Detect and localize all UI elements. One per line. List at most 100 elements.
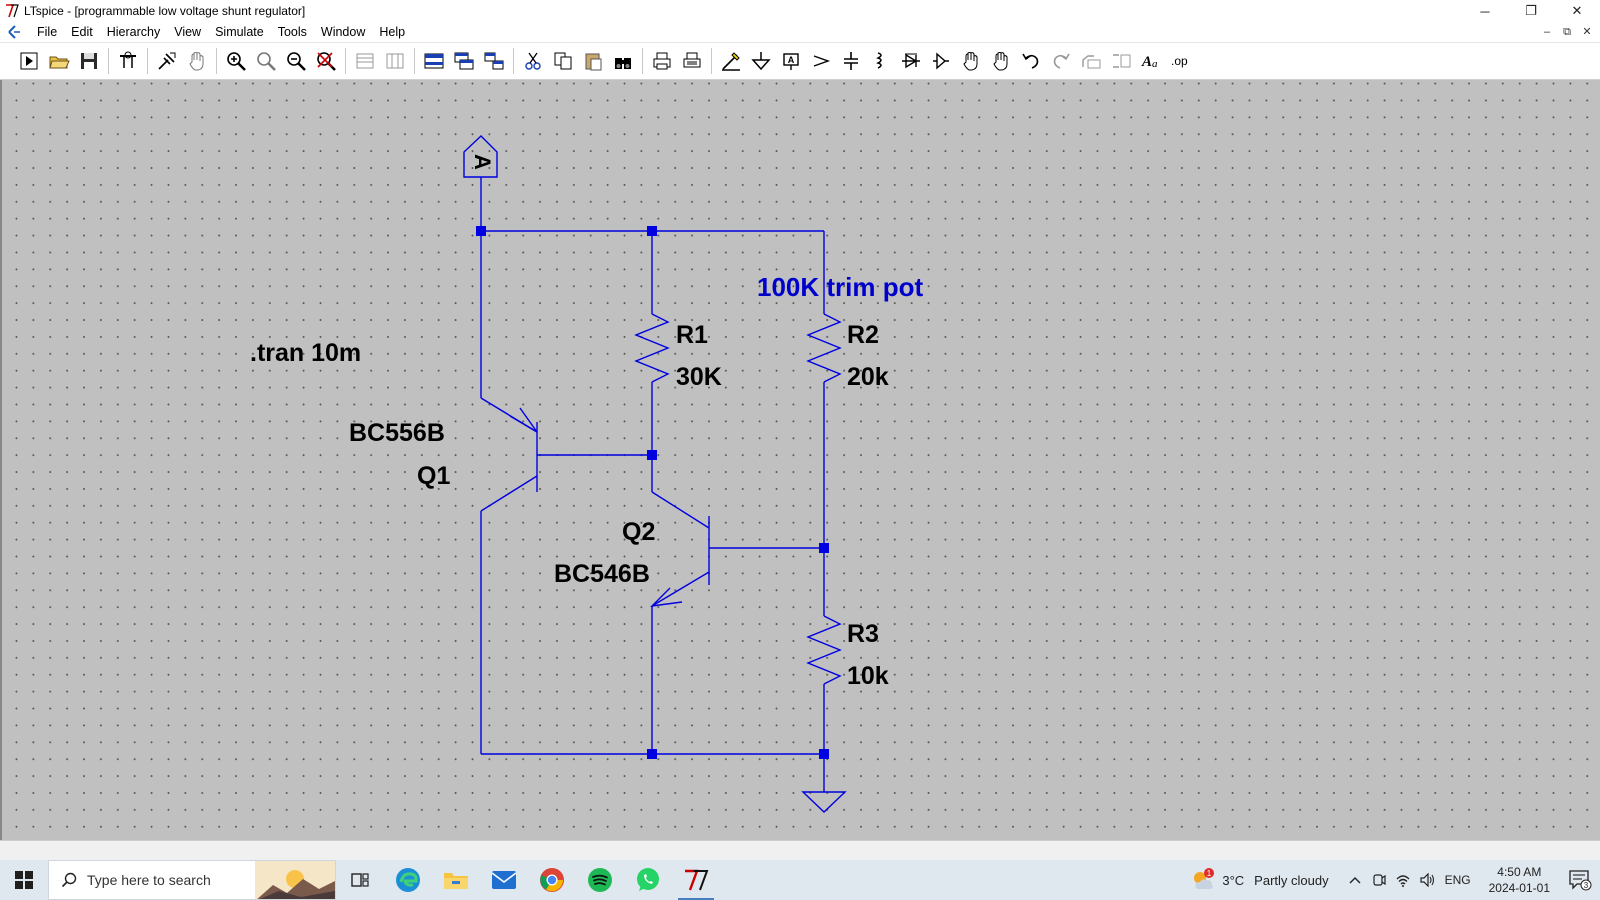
zoom-in-button[interactable] xyxy=(221,46,251,76)
document-close-button[interactable]: ✕ xyxy=(1582,26,1592,38)
control-panel-button[interactable] xyxy=(113,46,143,76)
document-restore-button[interactable]: ⧉ xyxy=(1563,26,1571,38)
resistor-button[interactable] xyxy=(806,46,836,76)
save-button[interactable] xyxy=(74,46,104,76)
mirror-button[interactable] xyxy=(1106,46,1136,76)
ground-button[interactable] xyxy=(746,46,776,76)
print-preview-button[interactable] xyxy=(677,46,707,76)
arrange-button[interactable] xyxy=(479,46,509,76)
zoom-out-button[interactable] xyxy=(281,46,311,76)
redo-icon xyxy=(1053,53,1070,69)
spice-directive-button[interactable]: .op xyxy=(1166,46,1196,76)
spotify-icon xyxy=(588,868,612,892)
print-button[interactable] xyxy=(647,46,677,76)
zoom-fit-button[interactable] xyxy=(251,46,281,76)
resistor-r3-symbol[interactable] xyxy=(806,615,842,685)
control-panel-icon xyxy=(120,51,136,68)
open-icon xyxy=(49,56,70,69)
restore-button[interactable]: ❐ xyxy=(1525,3,1537,18)
tray-network-button[interactable] xyxy=(1391,860,1415,900)
diode-button[interactable] xyxy=(896,46,926,76)
net-label-a[interactable]: A xyxy=(470,154,495,170)
minimize-button[interactable]: ─ xyxy=(1480,3,1490,19)
menu-window[interactable]: Window xyxy=(320,25,366,39)
taskbar-whatsapp[interactable] xyxy=(624,860,672,900)
q2-model[interactable]: BC546B xyxy=(554,560,650,588)
document-minimize-button[interactable]: – xyxy=(1543,26,1551,38)
menu-simulate[interactable]: Simulate xyxy=(215,25,264,39)
pan-button[interactable] xyxy=(182,46,212,76)
transistor-q1-collector[interactable] xyxy=(480,475,538,512)
comment-trim-pot[interactable]: 100K trim pot xyxy=(757,272,923,302)
transistor-q2-collector[interactable] xyxy=(651,491,710,529)
taskbar-file-explorer[interactable] xyxy=(432,860,480,900)
show-hidden-icons-button[interactable] xyxy=(1343,860,1367,900)
redo-button[interactable] xyxy=(1046,46,1076,76)
rotate-button[interactable] xyxy=(1076,46,1106,76)
zoom-cancel-button[interactable] xyxy=(311,46,341,76)
document-icon[interactable] xyxy=(6,24,22,40)
resistor-icon xyxy=(813,55,831,67)
taskbar-ltspice[interactable] xyxy=(672,860,720,900)
menu-edit[interactable]: Edit xyxy=(71,25,93,39)
menu-view[interactable]: View xyxy=(174,25,202,39)
q1-name[interactable]: Q1 xyxy=(417,462,450,490)
copy-button[interactable] xyxy=(548,46,578,76)
paste-button[interactable] xyxy=(578,46,608,76)
resistor-r2-symbol[interactable] xyxy=(806,313,842,383)
r1-value[interactable]: 30K xyxy=(676,363,722,391)
cascade-button[interactable] xyxy=(419,46,449,76)
menu-tools[interactable]: Tools xyxy=(277,25,307,39)
label-net-button[interactable]: A xyxy=(776,46,806,76)
cut-button[interactable] xyxy=(518,46,548,76)
weather-widget[interactable]: 1 3°C Partly cloudy xyxy=(1190,868,1329,892)
taskbar-search[interactable]: Type here to search xyxy=(48,860,336,900)
notification-center-button[interactable]: 3 xyxy=(1560,860,1600,900)
start-button[interactable] xyxy=(0,860,48,900)
taskbar-mail[interactable] xyxy=(480,860,528,900)
find-button[interactable] xyxy=(608,46,638,76)
windows-icon xyxy=(15,871,33,889)
wire-button[interactable] xyxy=(716,46,746,76)
r1-name[interactable]: R1 xyxy=(676,321,708,349)
q2-name[interactable]: Q2 xyxy=(622,518,655,546)
undo-button[interactable] xyxy=(1016,46,1046,76)
spice-directive[interactable]: .tran 10m xyxy=(250,339,361,367)
r3-value[interactable]: 10k xyxy=(847,662,889,690)
drag-button[interactable] xyxy=(986,46,1016,76)
capacitor-button[interactable] xyxy=(836,46,866,76)
r2-name[interactable]: R2 xyxy=(847,321,879,349)
inductor-button[interactable] xyxy=(866,46,896,76)
input-language-button[interactable]: ENG xyxy=(1444,873,1471,887)
tray-meet-button[interactable] xyxy=(1367,860,1391,900)
probe-button[interactable] xyxy=(152,46,182,76)
taskbar-spotify[interactable] xyxy=(576,860,624,900)
taskbar-clock[interactable]: 4:50 AM 2024-01-01 xyxy=(1489,864,1550,896)
tile-button[interactable] xyxy=(449,46,479,76)
cascade-icon xyxy=(424,53,444,69)
transistor-q2-emitter[interactable] xyxy=(651,571,710,607)
menu-hierarchy[interactable]: Hierarchy xyxy=(106,25,161,39)
schematic-canvas[interactable]: A 100K trim pot .tran 10m R1 30K R2 20k … xyxy=(0,80,1600,840)
open-button[interactable] xyxy=(44,46,74,76)
q1-model[interactable]: BC556B xyxy=(349,419,445,447)
taskbar-edge[interactable] xyxy=(384,860,432,900)
taskbar-chrome[interactable] xyxy=(528,860,576,900)
wifi-icon xyxy=(1396,875,1410,887)
resistor-r1-symbol[interactable] xyxy=(634,313,670,383)
tile-vertical-button[interactable] xyxy=(380,46,410,76)
run-button[interactable] xyxy=(14,46,44,76)
move-button[interactable] xyxy=(956,46,986,76)
component-button[interactable] xyxy=(926,46,956,76)
r3-name[interactable]: R3 xyxy=(847,620,879,648)
menu-help[interactable]: Help xyxy=(379,25,406,39)
close-button[interactable]: ✕ xyxy=(1571,3,1583,18)
r2-value[interactable]: 20k xyxy=(847,363,889,391)
tray-volume-button[interactable] xyxy=(1415,860,1439,900)
tile-horizontal-button[interactable] xyxy=(350,46,380,76)
toolbar-separator xyxy=(711,48,712,74)
menu-file[interactable]: File xyxy=(37,25,58,39)
taskbar-task-view[interactable] xyxy=(336,860,384,900)
ground-symbol[interactable] xyxy=(801,791,847,813)
